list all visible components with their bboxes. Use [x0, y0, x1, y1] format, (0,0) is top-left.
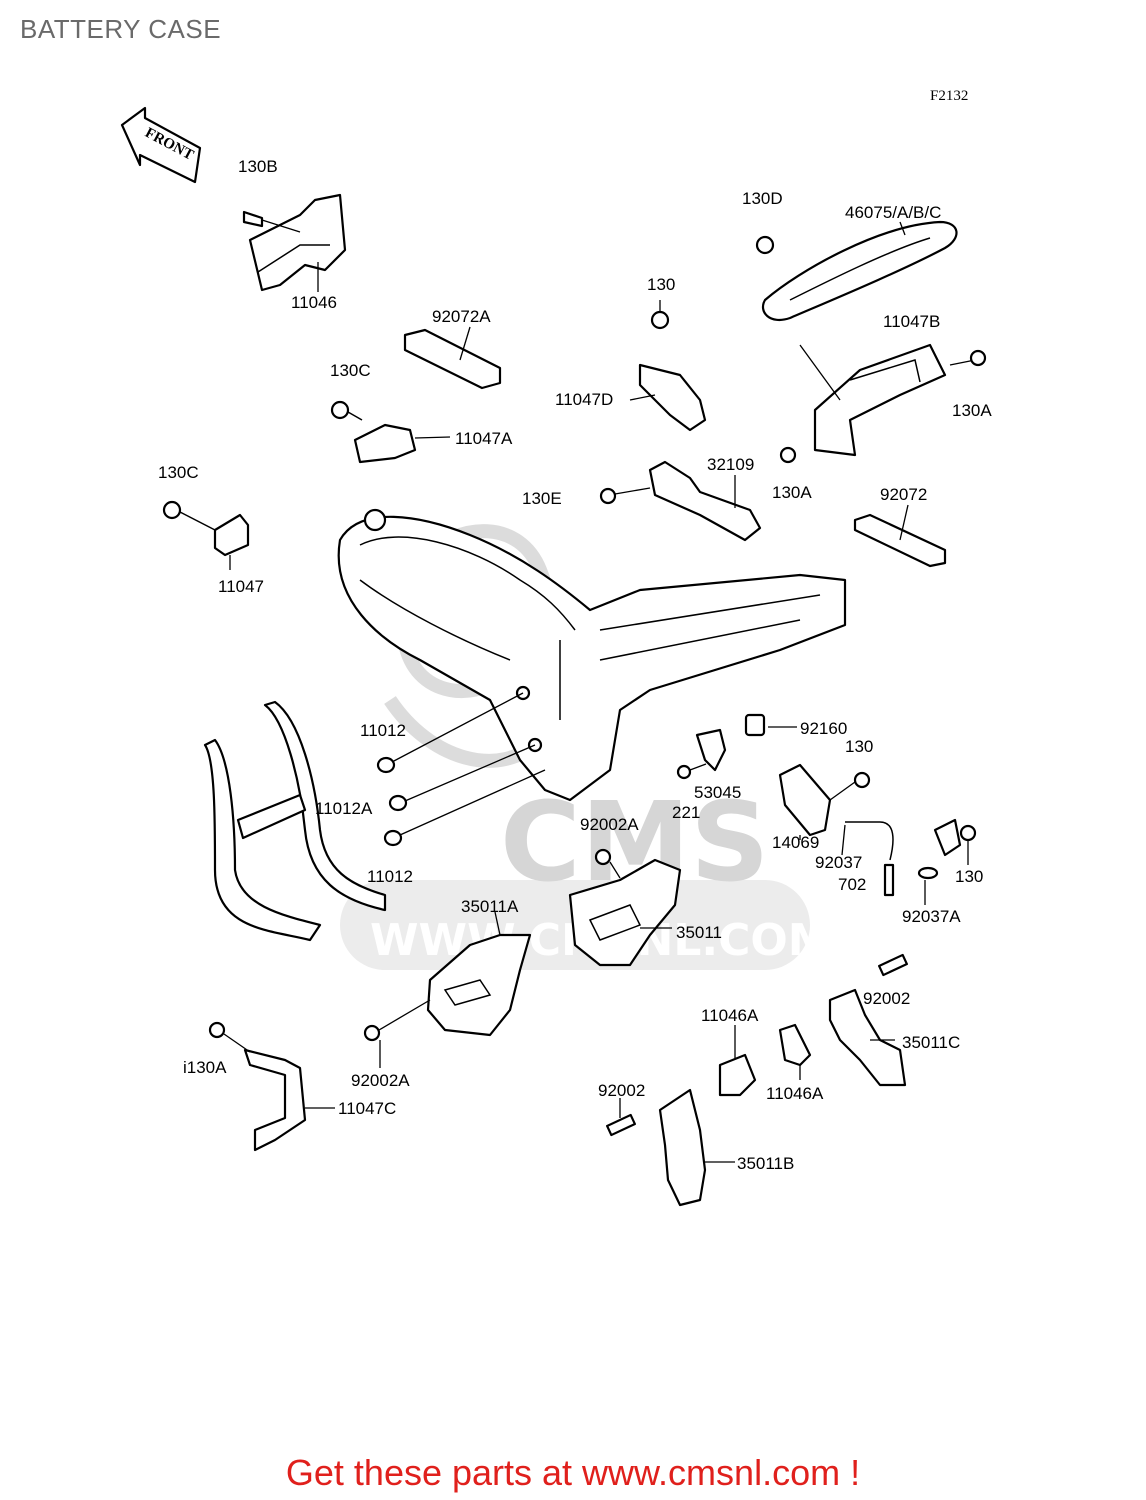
part-14069	[778, 763, 871, 840]
part-11012-grommets	[376, 692, 546, 847]
callout-92002a-2: 92002A	[351, 1071, 410, 1090]
callout-92160: 92160	[800, 719, 847, 738]
footer-promo-link[interactable]: Get these parts at www.cmsnl.com !	[285, 1452, 861, 1493]
callout-702: 702	[838, 875, 866, 894]
callout-92037a: 92037A	[902, 907, 961, 926]
callout-14069: 14069	[772, 833, 819, 852]
callout-labels: 130B 11046 92072A 130C 11047A 130C 11047…	[158, 157, 992, 1173]
callout-35011c: 35011C	[902, 1033, 960, 1052]
part-11047c	[208, 1021, 335, 1152]
part-46075	[755, 220, 958, 321]
part-11047	[162, 500, 250, 570]
callout-130a-2: 130A	[772, 483, 812, 502]
callout-11046: 11046	[291, 293, 337, 312]
callout-130-3: 130	[955, 867, 983, 886]
callout-92002-1: 92002	[863, 989, 910, 1008]
callout-53045: 53045	[694, 783, 741, 802]
part-92037a	[917, 818, 977, 905]
front-arrow-icon: FRONT	[120, 106, 202, 184]
callout-11046a-2: 11046A	[766, 1084, 824, 1103]
part-35011	[568, 848, 682, 967]
callout-130e: 130E	[522, 489, 562, 508]
callout-130-1: 130	[647, 275, 675, 294]
part-92072a	[403, 326, 502, 390]
part-11047b	[779, 343, 987, 464]
callout-11047a: 11047A	[455, 429, 513, 448]
callout-11012a: 11012A	[315, 799, 373, 818]
page-title: BATTERY CASE	[20, 14, 222, 44]
callout-130-2: 130	[845, 737, 873, 756]
callout-11046a-1: 11046A	[701, 1006, 759, 1025]
part-11047d	[629, 300, 707, 432]
part-tube-702	[841, 821, 895, 897]
callout-92002-2: 92002	[598, 1081, 645, 1100]
part-35011c	[828, 988, 907, 1087]
callout-11047d: 11047D	[555, 390, 613, 409]
part-11047a	[330, 400, 451, 464]
callout-11012-2: 11012	[367, 867, 413, 886]
part-53045	[676, 728, 727, 780]
callout-130d: 130D	[742, 189, 783, 208]
part-frame-rails	[203, 700, 387, 942]
part-92160	[744, 713, 797, 737]
callout-32109: 32109	[707, 455, 754, 474]
part-11046	[242, 193, 347, 292]
callout-35011b: 35011B	[737, 1154, 794, 1173]
callout-35011a: 35011A	[461, 897, 519, 916]
callout-11012-1: 11012	[360, 721, 406, 740]
callout-130c-2: 130C	[158, 463, 199, 482]
callout-92002a-1: 92002A	[580, 815, 639, 834]
part-11046a	[718, 1023, 812, 1097]
part-35011b	[658, 1088, 735, 1207]
callout-i130a: i130A	[183, 1058, 227, 1077]
callout-92037: 92037	[815, 853, 862, 872]
part-35011a	[363, 911, 532, 1068]
callout-92072: 92072	[880, 485, 927, 504]
callout-11047b: 11047B	[883, 312, 940, 331]
callout-130a-1: 130A	[952, 401, 992, 420]
callout-35011: 35011	[676, 923, 722, 942]
callout-130c-1: 130C	[330, 361, 371, 380]
callout-221: 221	[672, 803, 700, 822]
part-main-frame	[337, 508, 847, 802]
callout-130b: 130B	[238, 157, 278, 176]
callout-46075abc: 46075/A/B/C	[845, 203, 941, 222]
part-32109	[599, 460, 762, 542]
callout-11047: 11047	[218, 577, 264, 596]
callout-92072a: 92072A	[432, 307, 491, 326]
part-92002-bolts	[606, 953, 908, 1137]
figure-code: F2132	[930, 88, 968, 104]
callout-11047c: 11047C	[338, 1099, 396, 1118]
part-92072	[853, 504, 947, 568]
